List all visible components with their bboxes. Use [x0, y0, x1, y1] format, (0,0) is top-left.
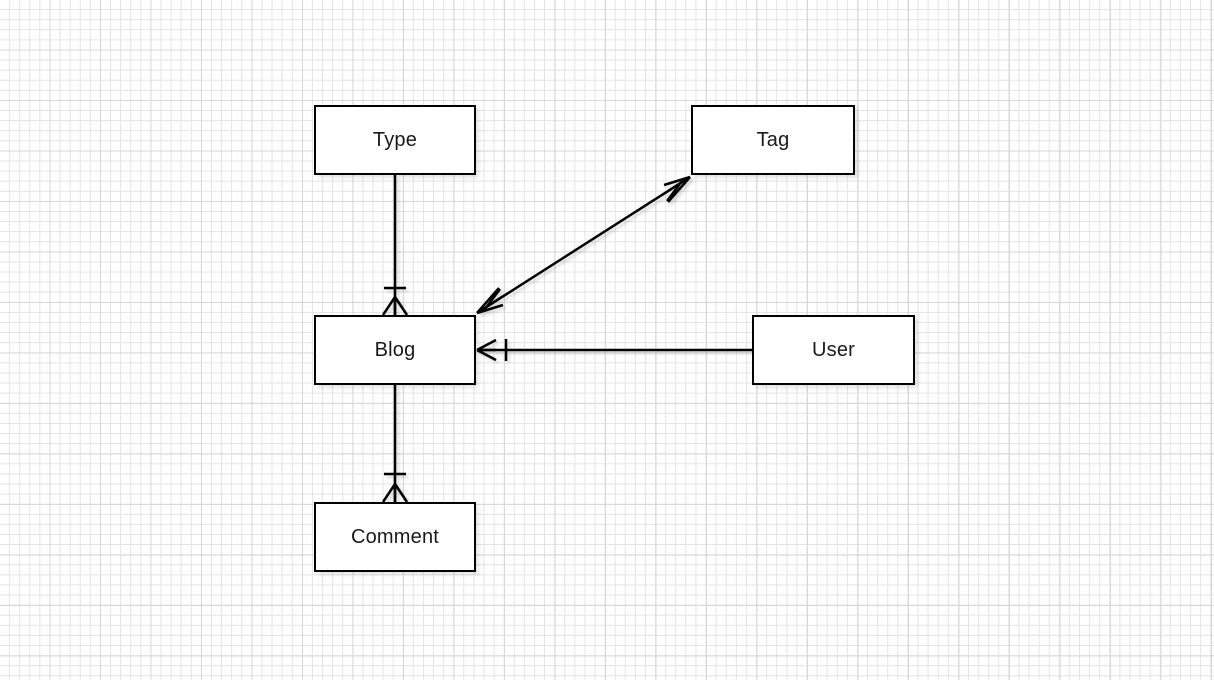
entity-blog[interactable]: Blog: [314, 315, 476, 385]
entity-label-blog: Blog: [374, 339, 416, 361]
entity-user[interactable]: User: [752, 315, 915, 385]
entity-label-type: Type: [372, 129, 418, 151]
edge-blog-user: [476, 338, 752, 362]
entity-comment[interactable]: Comment: [314, 502, 476, 572]
edge-blog-comment: [381, 385, 409, 503]
entity-type[interactable]: Type: [314, 105, 476, 175]
entity-label-tag: Tag: [756, 129, 790, 151]
entity-label-user: User: [811, 339, 856, 361]
entity-tag[interactable]: Tag: [691, 105, 855, 175]
entity-label-comment: Comment: [350, 526, 440, 548]
edge-blog-tag: [476, 175, 691, 315]
edge-type-blog: [381, 175, 409, 316]
